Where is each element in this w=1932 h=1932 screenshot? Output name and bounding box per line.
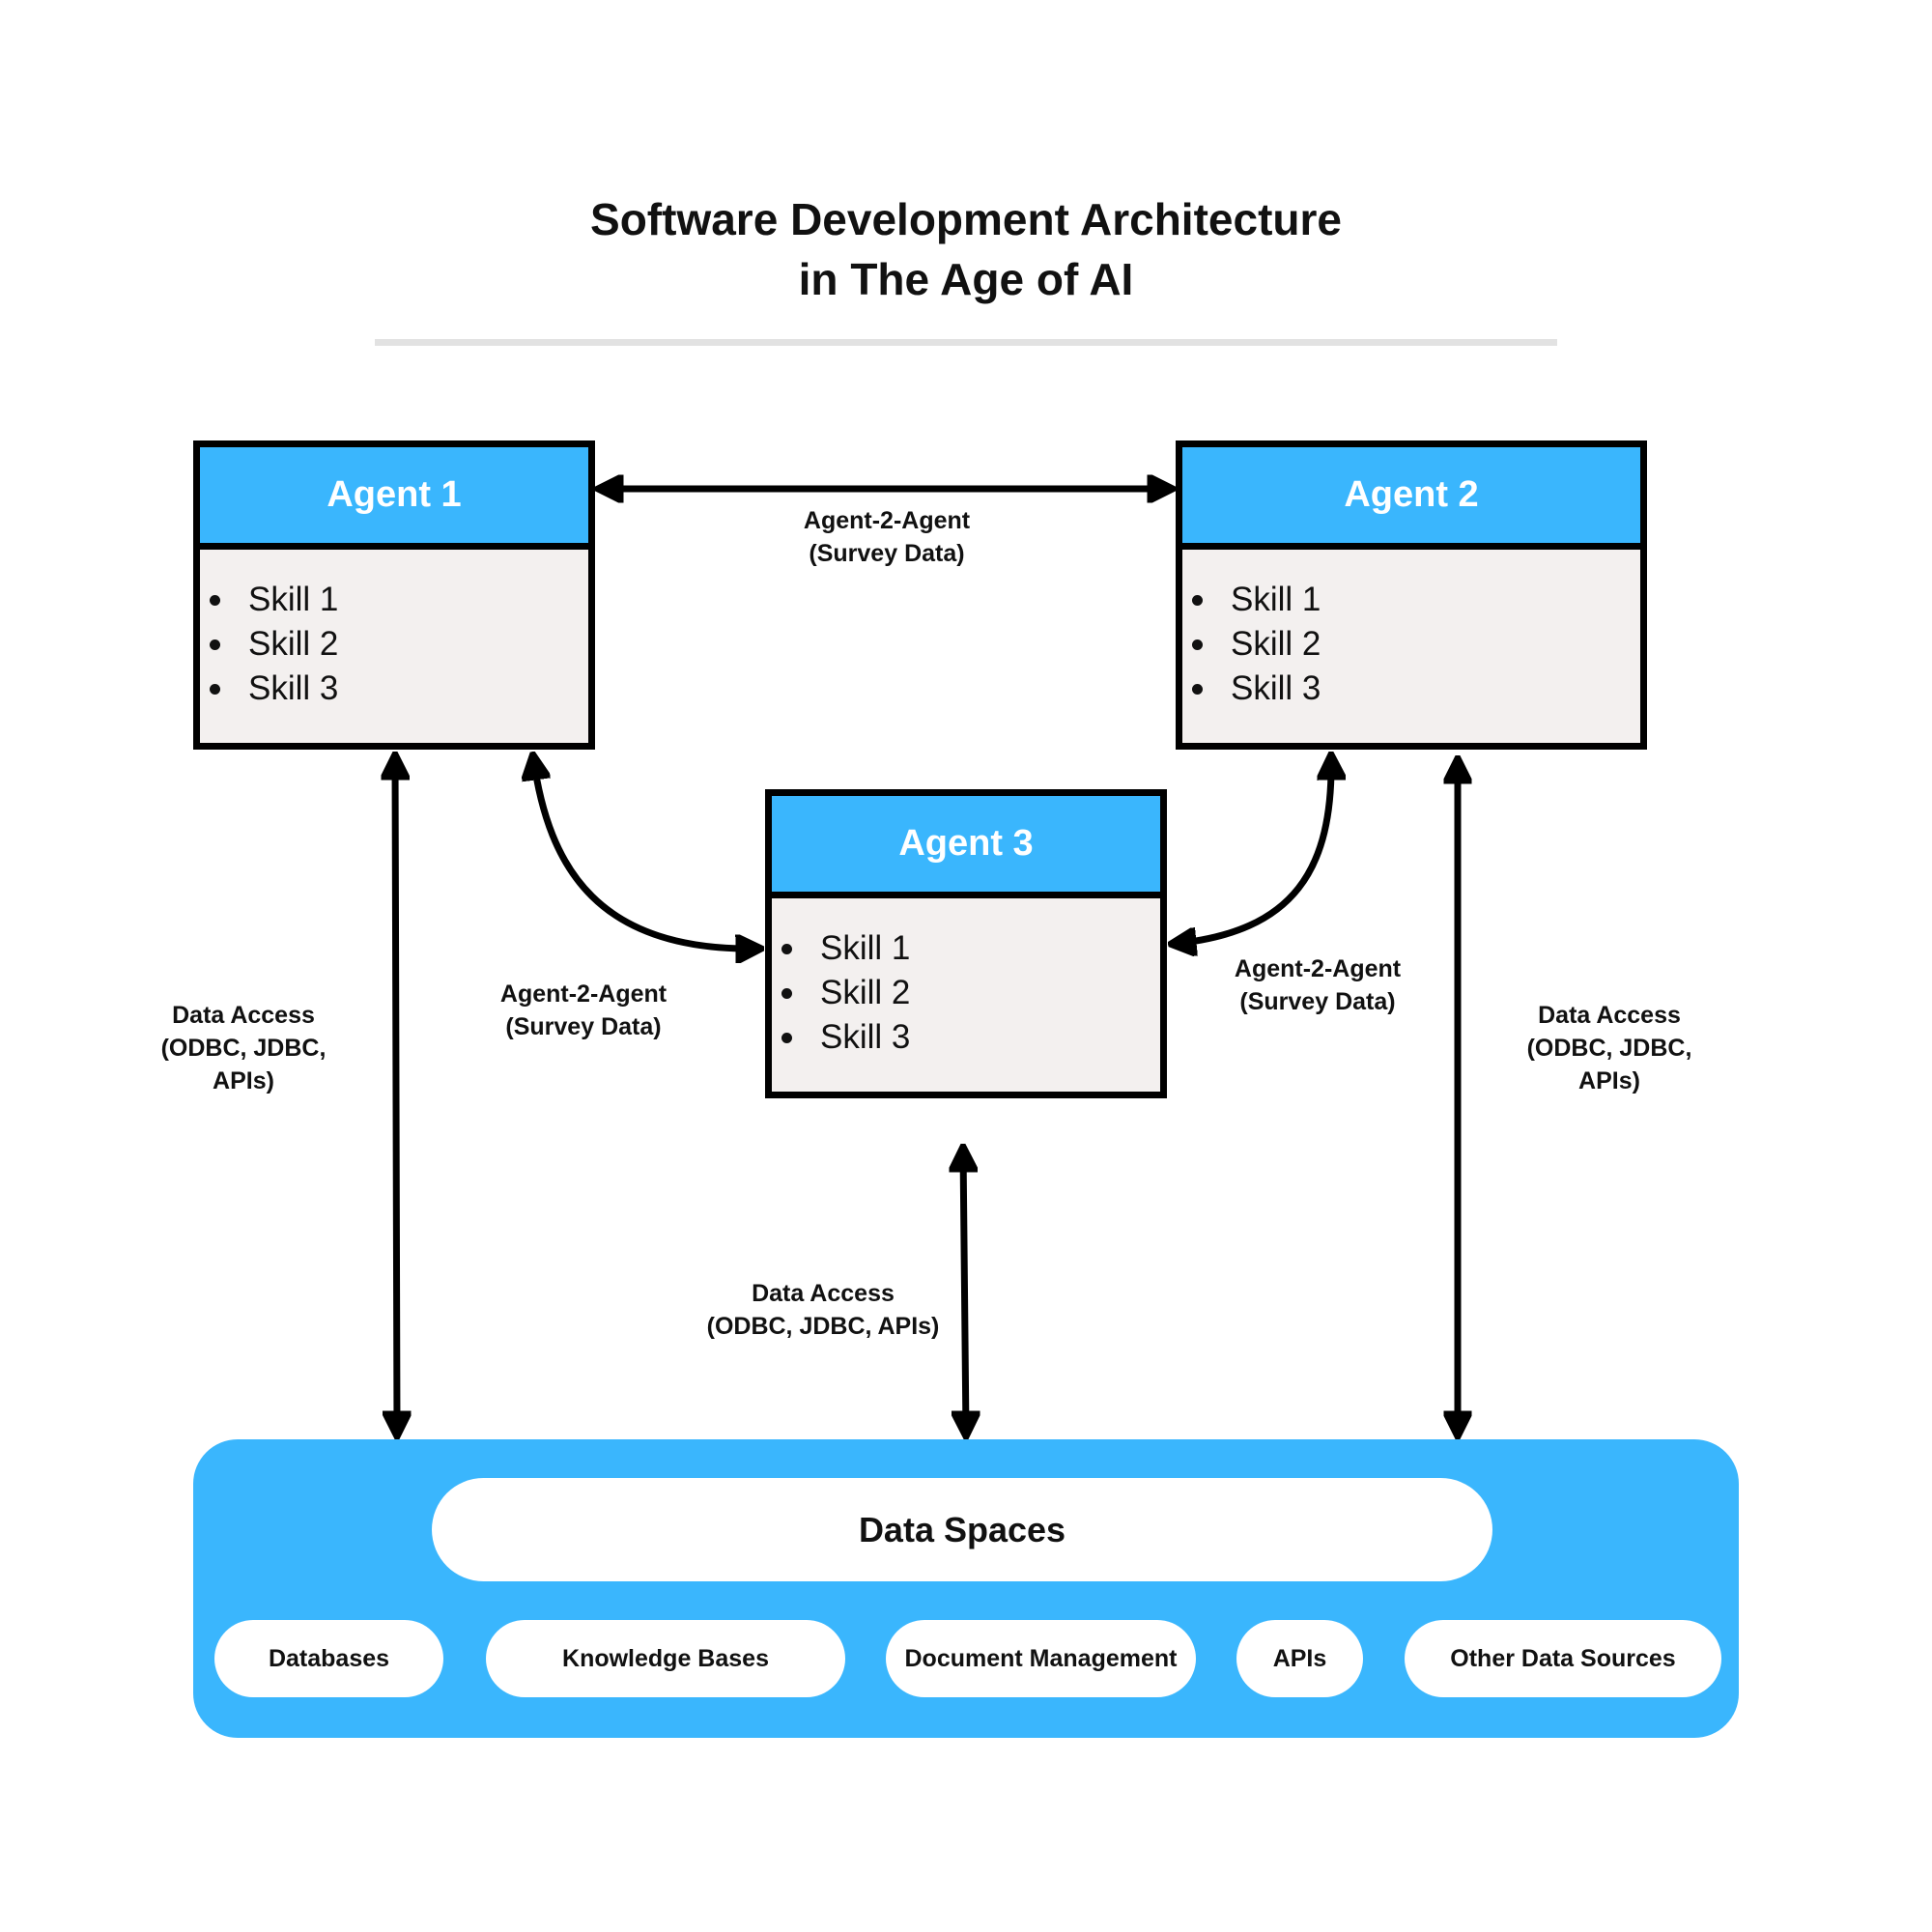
skill-item: Skill 1 — [200, 578, 338, 622]
agent-1-skills: Skill 1 Skill 2 Skill 3 — [200, 578, 338, 711]
agent-1-header: Agent 1 — [200, 447, 588, 550]
agent-2-box[interactable]: Agent 2 Skill 1 Skill 2 Skill 3 — [1176, 440, 1647, 750]
skill-item: Skill 1 — [772, 926, 910, 971]
source-document-management[interactable]: Document Management — [886, 1620, 1196, 1697]
label-agent1-agent3: Agent-2-Agent (Survey Data) — [499, 980, 668, 1040]
skill-item: Skill 2 — [772, 971, 910, 1015]
arrow-agent2-agent3 — [1174, 757, 1331, 944]
arrow-agent3-data — [963, 1150, 966, 1434]
agent-3-header: Agent 3 — [772, 796, 1160, 898]
skill-item: Skill 1 — [1182, 578, 1321, 622]
source-knowledge-bases[interactable]: Knowledge Bases — [486, 1620, 845, 1697]
skill-item: Skill 2 — [1182, 622, 1321, 667]
diagram-title: Software Development Architecture in The… — [0, 189, 1932, 309]
bullet-icon — [781, 988, 792, 999]
bullet-icon — [1192, 639, 1203, 650]
skill-item: Skill 2 — [200, 622, 338, 667]
title-divider — [375, 339, 1557, 346]
bullet-icon — [781, 944, 792, 954]
bullet-icon — [1192, 684, 1203, 695]
arrow-agent1-agent3 — [533, 757, 758, 949]
data-spaces-container: Data Spaces Databases Knowledge Bases Do… — [193, 1439, 1739, 1738]
skill-item: Skill 3 — [1182, 667, 1321, 711]
bullet-icon — [210, 684, 220, 695]
label-agent1-data: Data Access (ODBC, JDBC, APIs) — [160, 1002, 327, 1094]
agent-2-header: Agent 2 — [1182, 447, 1640, 550]
bullet-icon — [1192, 595, 1203, 606]
skill-item: Skill 3 — [772, 1015, 910, 1060]
source-databases[interactable]: Databases — [214, 1620, 443, 1697]
arrow-agent1-data — [395, 757, 397, 1434]
title-line-1: Software Development Architecture — [590, 194, 1342, 244]
label-agent1-agent2: Agent-2-Agent (Survey Data) — [803, 507, 971, 567]
skill-item: Skill 3 — [200, 667, 338, 711]
label-agent3-data: Data Access (ODBC, JDBC, APIs) — [706, 1280, 940, 1340]
source-apis[interactable]: APIs — [1236, 1620, 1363, 1697]
label-agent2-data: Data Access (ODBC, JDBC, APIs) — [1526, 1002, 1692, 1094]
bullet-icon — [781, 1033, 792, 1043]
bullet-icon — [210, 595, 220, 606]
agent-3-skills: Skill 1 Skill 2 Skill 3 — [772, 926, 910, 1060]
data-spaces-title[interactable]: Data Spaces — [432, 1478, 1492, 1581]
title-line-2: in The Age of AI — [798, 254, 1134, 304]
agent-1-box[interactable]: Agent 1 Skill 1 Skill 2 Skill 3 — [193, 440, 595, 750]
agent-2-skills: Skill 1 Skill 2 Skill 3 — [1182, 578, 1321, 711]
agent-3-box[interactable]: Agent 3 Skill 1 Skill 2 Skill 3 — [765, 789, 1167, 1098]
bullet-icon — [210, 639, 220, 650]
source-other-data-sources[interactable]: Other Data Sources — [1405, 1620, 1721, 1697]
label-agent2-agent3: Agent-2-Agent (Survey Data) — [1234, 955, 1402, 1015]
